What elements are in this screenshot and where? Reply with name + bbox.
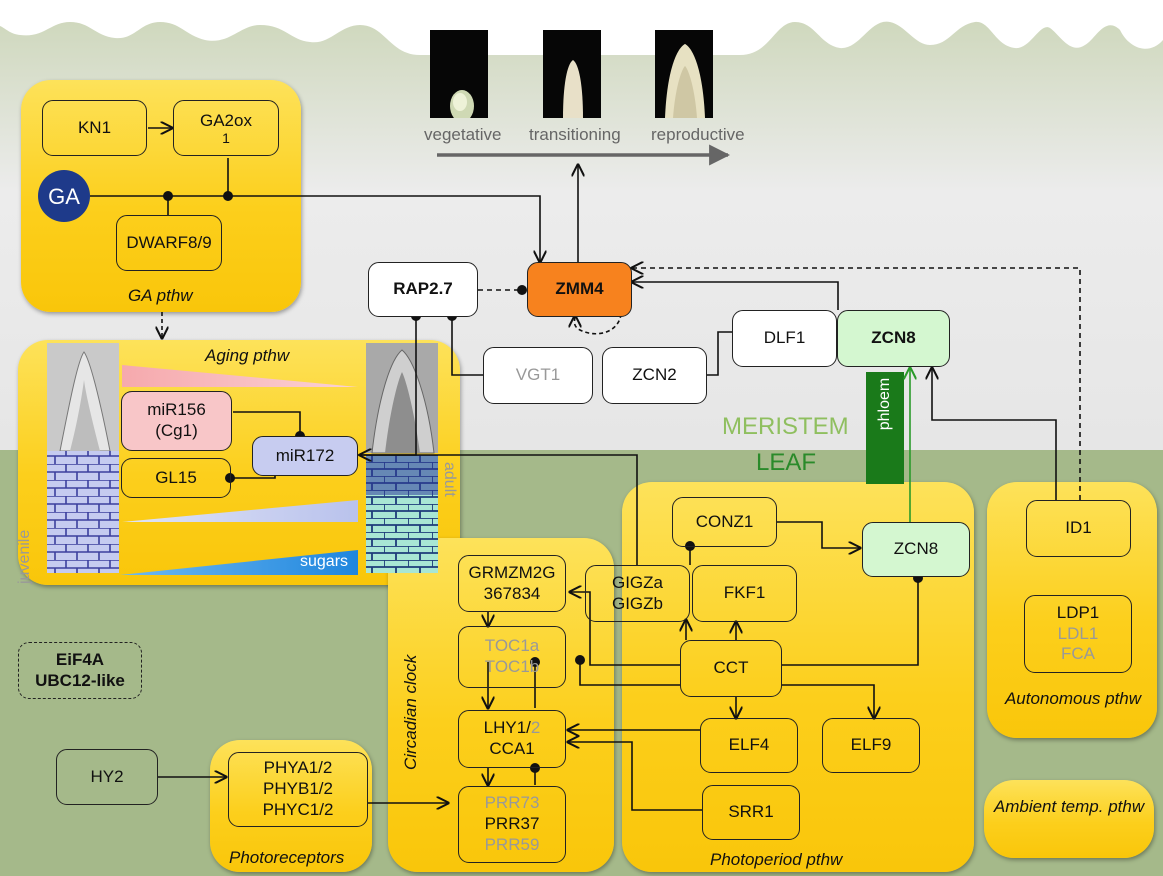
phloem-label: phloem — [876, 377, 893, 431]
gene-gigzb: GIGZb — [611, 593, 663, 613]
gene-lhy1: LHY1/ — [483, 718, 531, 738]
gene-zcn8-meristem: ZCN8 — [837, 310, 950, 367]
gene-ga2ox-label: GA2ox — [200, 110, 252, 130]
gene-mir172: miR172 — [252, 436, 358, 476]
stage-label-vegetative: vegetative — [424, 125, 502, 144]
gene-elf9: ELF9 — [822, 718, 920, 773]
gene-zcn8-leaf: ZCN8 — [862, 522, 970, 577]
transitioning-image — [543, 30, 601, 118]
gene-zmm4: ZMM4 — [527, 262, 632, 317]
leaf-label: LEAF — [756, 449, 817, 476]
gene-prr59: PRR59 — [484, 834, 540, 854]
photoreceptors-label: Photoreceptors — [229, 848, 345, 867]
gene-kn1: KN1 — [42, 100, 147, 156]
gene-ga2ox-sub: 1 — [222, 130, 230, 147]
gene-prr73: PRR73 — [484, 793, 540, 813]
gene-ldp1-group: LDP1 LDL1 FCA — [1024, 595, 1132, 673]
ambient-temp-panel — [984, 780, 1154, 858]
gene-ga2ox: GA2ox 1 — [173, 100, 279, 156]
juvenile-cells-image — [47, 451, 119, 573]
ga-label: GA — [48, 184, 80, 209]
gene-hy2: HY2 — [56, 749, 158, 805]
gene-vgt1: VGT1 — [483, 347, 593, 404]
gene-gigza: GIGZa — [611, 572, 663, 592]
gene-ldp1: LDP1 — [1056, 602, 1100, 622]
gene-lhy: LHY1/2 — [484, 718, 541, 739]
gene-toc1: TOC1a TOC1b — [458, 626, 566, 688]
gene-conz1: CONZ1 — [672, 497, 777, 547]
gene-lhy-cca1: LHY1/2 CCA1 — [458, 710, 566, 768]
gene-fkf1: FKF1 — [692, 565, 797, 622]
gene-mir156-label: miR156 — [147, 400, 206, 420]
gene-gigz: GIGZa GIGZb — [585, 565, 690, 622]
gene-cct: CCT — [680, 640, 782, 697]
ga-pathway-label: GA pthw — [128, 286, 193, 305]
stage-label-transitioning: transitioning — [529, 125, 621, 144]
gene-phya: PHYA1/2 — [263, 758, 333, 778]
lavender-gradient-wedge — [122, 500, 358, 522]
autonomous-pathway-panel — [987, 482, 1157, 738]
gene-phyc: PHYC1/2 — [262, 799, 334, 819]
gene-grmzm-line1: GRMZM2G — [468, 562, 556, 582]
gene-grmzm-line2: 367834 — [483, 583, 541, 603]
stage-label-reproductive: reproductive — [651, 125, 745, 144]
gene-cca1: CCA1 — [489, 739, 535, 758]
gene-toc1a: TOC1a — [484, 636, 540, 656]
gene-ubc12: UBC12-like — [35, 670, 125, 690]
circadian-clock-label: Circadian clock — [401, 654, 420, 770]
gene-id1: ID1 — [1026, 500, 1131, 557]
gene-fca: FCA — [1061, 644, 1095, 664]
gene-phyb: PHYB1/2 — [263, 779, 333, 799]
gene-mir156: miR156 (Cg1) — [121, 391, 232, 451]
pink-gradient-wedge — [122, 365, 358, 387]
autonomous-pathway-label: Autonomous pthw — [1004, 689, 1142, 708]
gene-gl15: GL15 — [121, 458, 231, 498]
ga-circle — [38, 170, 90, 222]
gene-prr37: PRR37 — [484, 814, 540, 834]
adult-label: adult — [441, 462, 458, 497]
ambient-temp-pathway-label: Ambient temp. pthw — [993, 797, 1145, 816]
gene-elf4: ELF4 — [700, 718, 798, 773]
photoperiod-pathway-label: Photoperiod pthw — [710, 850, 843, 869]
gene-eif4a-ubc12: EiF4A UBC12-like — [18, 642, 142, 699]
gene-rap2-7: RAP2.7 — [368, 262, 478, 317]
phloem-bar — [866, 372, 904, 484]
gene-prr: PRR73 PRR37 PRR59 — [458, 786, 566, 863]
gene-cg1-label: (Cg1) — [155, 421, 198, 440]
meristem-label: MERISTEM — [722, 413, 849, 440]
aging-pathway-label: Aging pthw — [205, 346, 290, 365]
gene-dlf1: DLF1 — [732, 310, 837, 367]
sugars-gradient-wedge — [120, 550, 358, 575]
gene-dwarf8-9: DWARF8/9 — [116, 215, 222, 271]
juvenile-label: juvenile — [16, 529, 33, 584]
gene-zcn2: ZCN2 — [602, 347, 707, 404]
meristem-top-outline — [0, 0, 1163, 55]
gene-srr1: SRR1 — [702, 785, 800, 840]
gene-grmzm2g367834: GRMZM2G 367834 — [458, 555, 566, 612]
gene-ldl1: LDL1 — [1057, 623, 1099, 643]
vegetative-image — [430, 30, 488, 118]
sugars-label: sugars — [300, 553, 349, 570]
gene-toc1b: TOC1b — [484, 657, 540, 676]
reproductive-image — [655, 30, 713, 118]
gene-phy: PHYA1/2 PHYB1/2 PHYC1/2 — [228, 752, 368, 827]
gene-lhy2: 2 — [530, 718, 541, 738]
gene-eif4a: EiF4A — [55, 649, 105, 669]
